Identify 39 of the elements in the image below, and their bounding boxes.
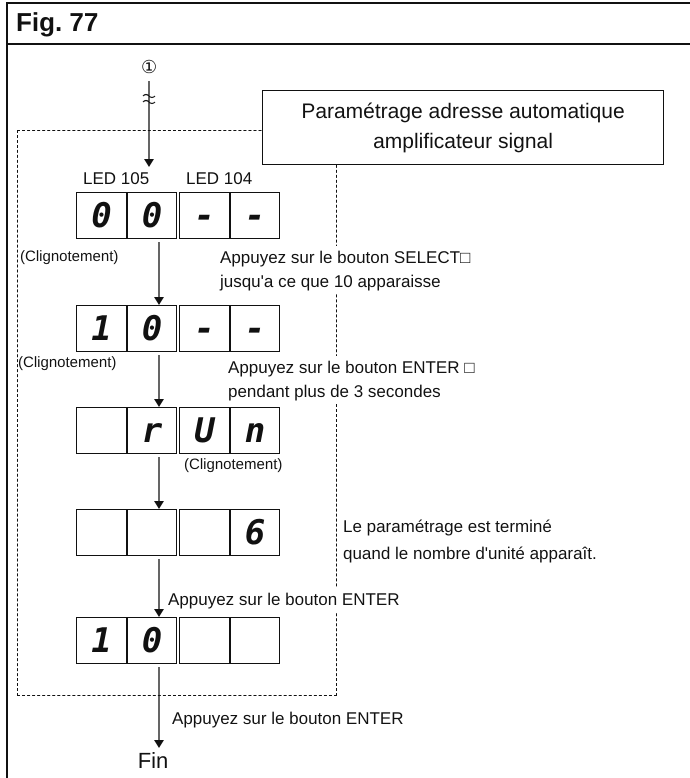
led-display (76, 617, 280, 664)
blink-note: (Clignotement) (184, 456, 282, 474)
led-display (76, 509, 280, 556)
display-digit: - (179, 305, 230, 352)
display-cell (127, 509, 177, 556)
display-digit: r (127, 407, 177, 454)
display-digit: - (230, 192, 280, 239)
display-digit: 0 (127, 192, 177, 239)
arrow (154, 355, 164, 407)
display-digit: 1 (76, 305, 127, 352)
step-marker: ① (140, 56, 158, 78)
arrow (154, 559, 164, 617)
display-cell (76, 509, 127, 556)
arrow (154, 242, 164, 305)
arrow (144, 81, 154, 167)
display-cell (76, 407, 127, 454)
display-digit: U (179, 407, 230, 454)
blink-note: (Clignotement) (20, 248, 118, 266)
arrow (154, 457, 164, 509)
led-display (76, 305, 280, 352)
display-digit: - (230, 305, 280, 352)
title-box: Paramétrage adresse automatique amplificateur signal (262, 90, 664, 165)
figure-title: Fig. 77 (16, 6, 98, 38)
display-digit: 0 (127, 617, 177, 664)
display-digit: 0 (127, 305, 177, 352)
display-cell (230, 617, 280, 664)
display-digit: 6 (230, 509, 280, 556)
end-label: Fin (128, 748, 178, 774)
display-digit: n (230, 407, 280, 454)
display-cell (179, 617, 230, 664)
blink-note: (Clignotement) (18, 354, 116, 372)
led-display (76, 192, 280, 239)
display-digit: - (179, 192, 230, 239)
note-text: Le paramétrage est terminé quand le nombre d'unité apparaît. (343, 516, 598, 565)
led-display (76, 407, 280, 454)
display-digit: 1 (76, 617, 127, 664)
display-cell (179, 509, 230, 556)
arrow (154, 667, 164, 748)
display-digit: 0 (76, 192, 127, 239)
